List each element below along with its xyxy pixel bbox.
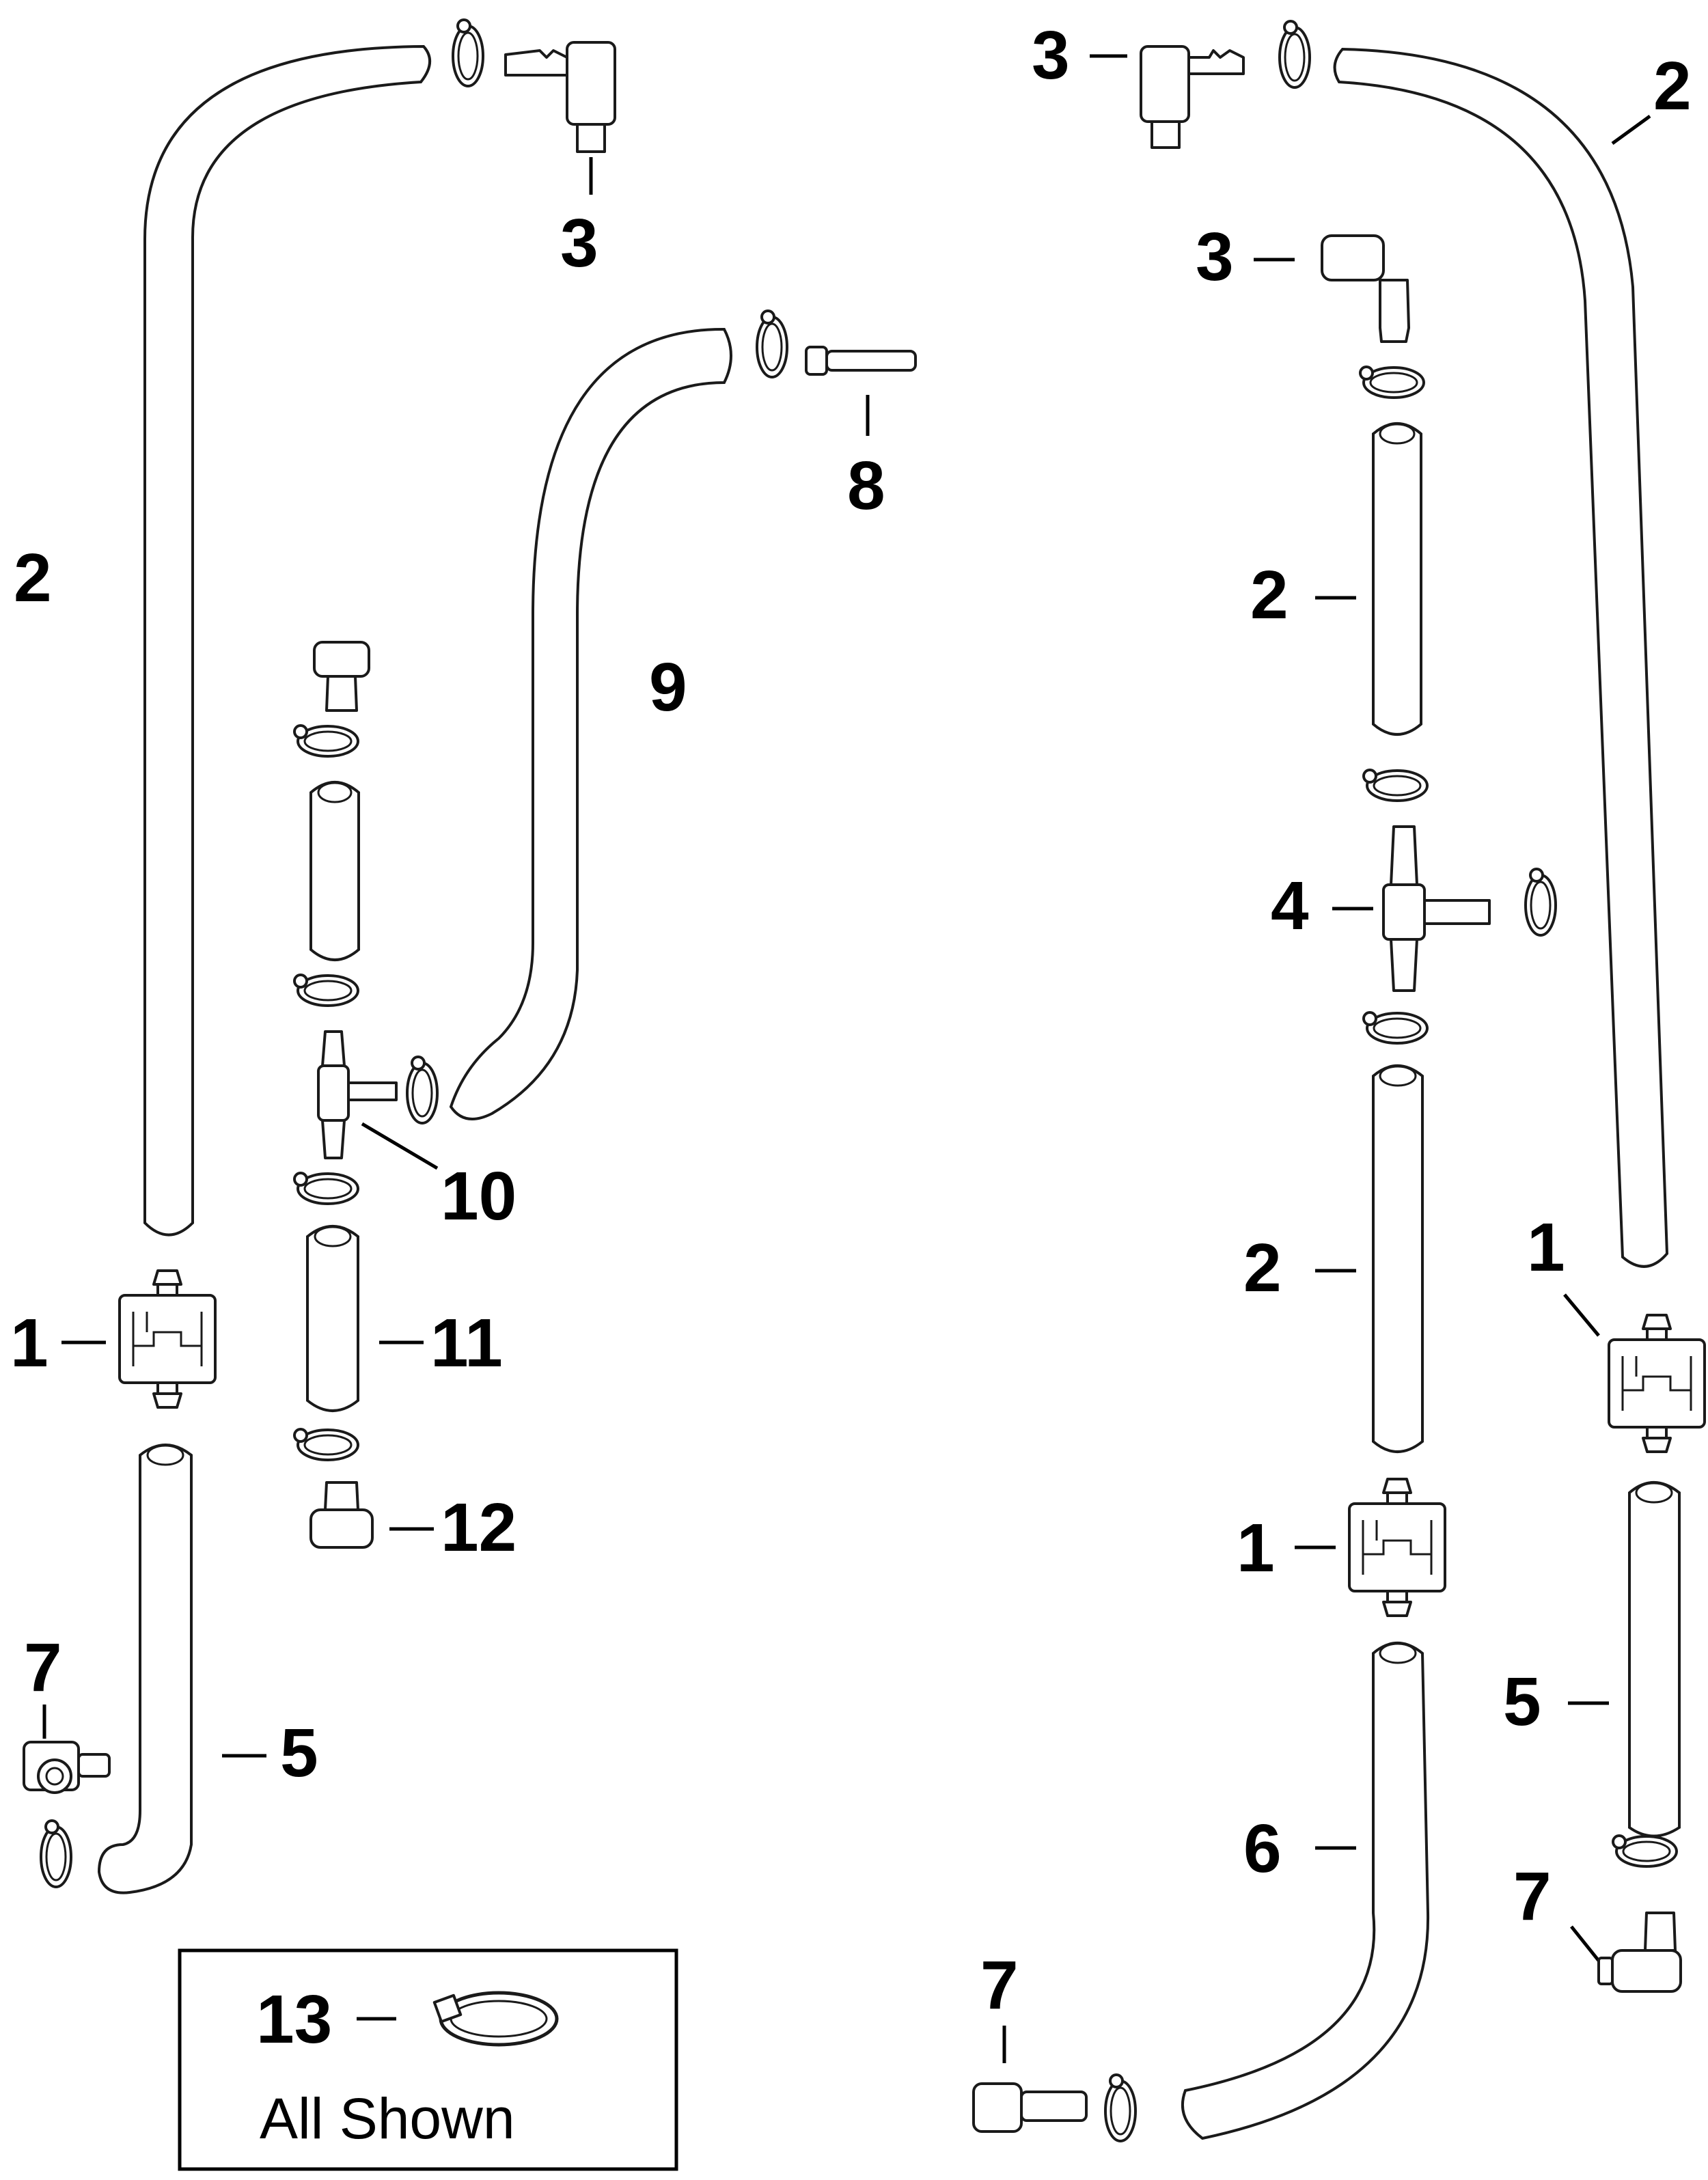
fuel-filter-icon (1608, 1314, 1706, 1453)
hose-11 (306, 1225, 359, 1412)
callout-7: 7 (980, 1947, 1019, 2024)
clamp-icon (432, 1991, 559, 2047)
callout-8: 8 (847, 447, 885, 524)
cross-fitting-icon (1382, 825, 1491, 992)
fuel-filter-icon (1348, 1478, 1446, 1617)
hose-9 (449, 327, 732, 1120)
legend-text: All Shown (260, 2086, 515, 2151)
callout-7: 7 (1513, 1858, 1552, 1935)
elbow-fitting-icon (1321, 234, 1410, 343)
clamp-icon (293, 1172, 359, 1205)
clamp-icon (1612, 1834, 1678, 1868)
tee-fitting-icon (317, 1030, 398, 1159)
leader-line (1563, 1293, 1600, 1337)
callout-12: 12 (441, 1489, 516, 1566)
callout-3: 3 (1196, 219, 1234, 295)
clamp-icon (40, 1819, 72, 1888)
callout-5: 5 (280, 1715, 318, 1791)
hose-5-left (97, 1444, 193, 1894)
elbow-fitting-icon (504, 41, 616, 153)
clamp-icon (406, 1055, 439, 1125)
leader-line (1570, 1925, 1600, 1962)
elbow-fitting-icon (972, 2082, 1088, 2133)
hose-5-right (1628, 1481, 1681, 1838)
legend-box (178, 1948, 678, 2171)
hose-right-long (1333, 47, 1669, 1268)
callout-3: 3 (560, 205, 598, 281)
fuel-filter-icon (118, 1269, 217, 1409)
callout-3: 3 (1032, 17, 1070, 94)
callout-1: 1 (10, 1305, 49, 1381)
callout-1: 1 (1237, 1510, 1275, 1586)
leader-line (361, 1122, 439, 1170)
hose-right-middle (1372, 1064, 1424, 1453)
clamp-icon (1278, 20, 1311, 89)
elbow-fitting-icon (1597, 1912, 1682, 1993)
callout-1: 1 (1527, 1209, 1565, 1286)
elbow-fitting-icon (23, 1741, 111, 1794)
clamp-icon (1362, 769, 1429, 802)
callout-10: 10 (441, 1158, 516, 1234)
callout-6: 6 (1243, 1810, 1282, 1887)
legend-number: 13 (256, 1981, 332, 2058)
callout-5: 5 (1503, 1664, 1541, 1740)
elbow-fitting-icon (1140, 45, 1245, 149)
hose-left-long (143, 44, 431, 1237)
clamp-icon (452, 18, 484, 87)
elbow-fitting-icon (313, 641, 370, 712)
clamp-icon (756, 309, 788, 378)
callout-2: 2 (14, 540, 52, 616)
callout-11: 11 (430, 1305, 503, 1381)
callout-2: 2 (1250, 557, 1289, 633)
callout-2: 2 (1243, 1230, 1282, 1306)
clamp-icon (1359, 365, 1425, 399)
hose-right-short (1372, 422, 1422, 736)
clamp-icon (1362, 1011, 1429, 1045)
hose-segment (309, 781, 360, 961)
callout-9: 9 (649, 649, 687, 726)
clamp-icon (1524, 868, 1557, 937)
clamp-icon (293, 974, 359, 1007)
callout-2: 2 (1653, 48, 1692, 124)
callout-4: 4 (1271, 868, 1309, 944)
clamp-icon (1104, 2073, 1137, 2142)
hose-6 (1181, 1642, 1430, 2140)
leader-line (1611, 114, 1651, 146)
elbow-fitting-icon (309, 1481, 374, 1549)
callout-7: 7 (24, 1629, 62, 1706)
clamp-icon (293, 1428, 359, 1461)
clamp-icon (293, 724, 359, 758)
straight-fitting-icon (805, 346, 917, 376)
